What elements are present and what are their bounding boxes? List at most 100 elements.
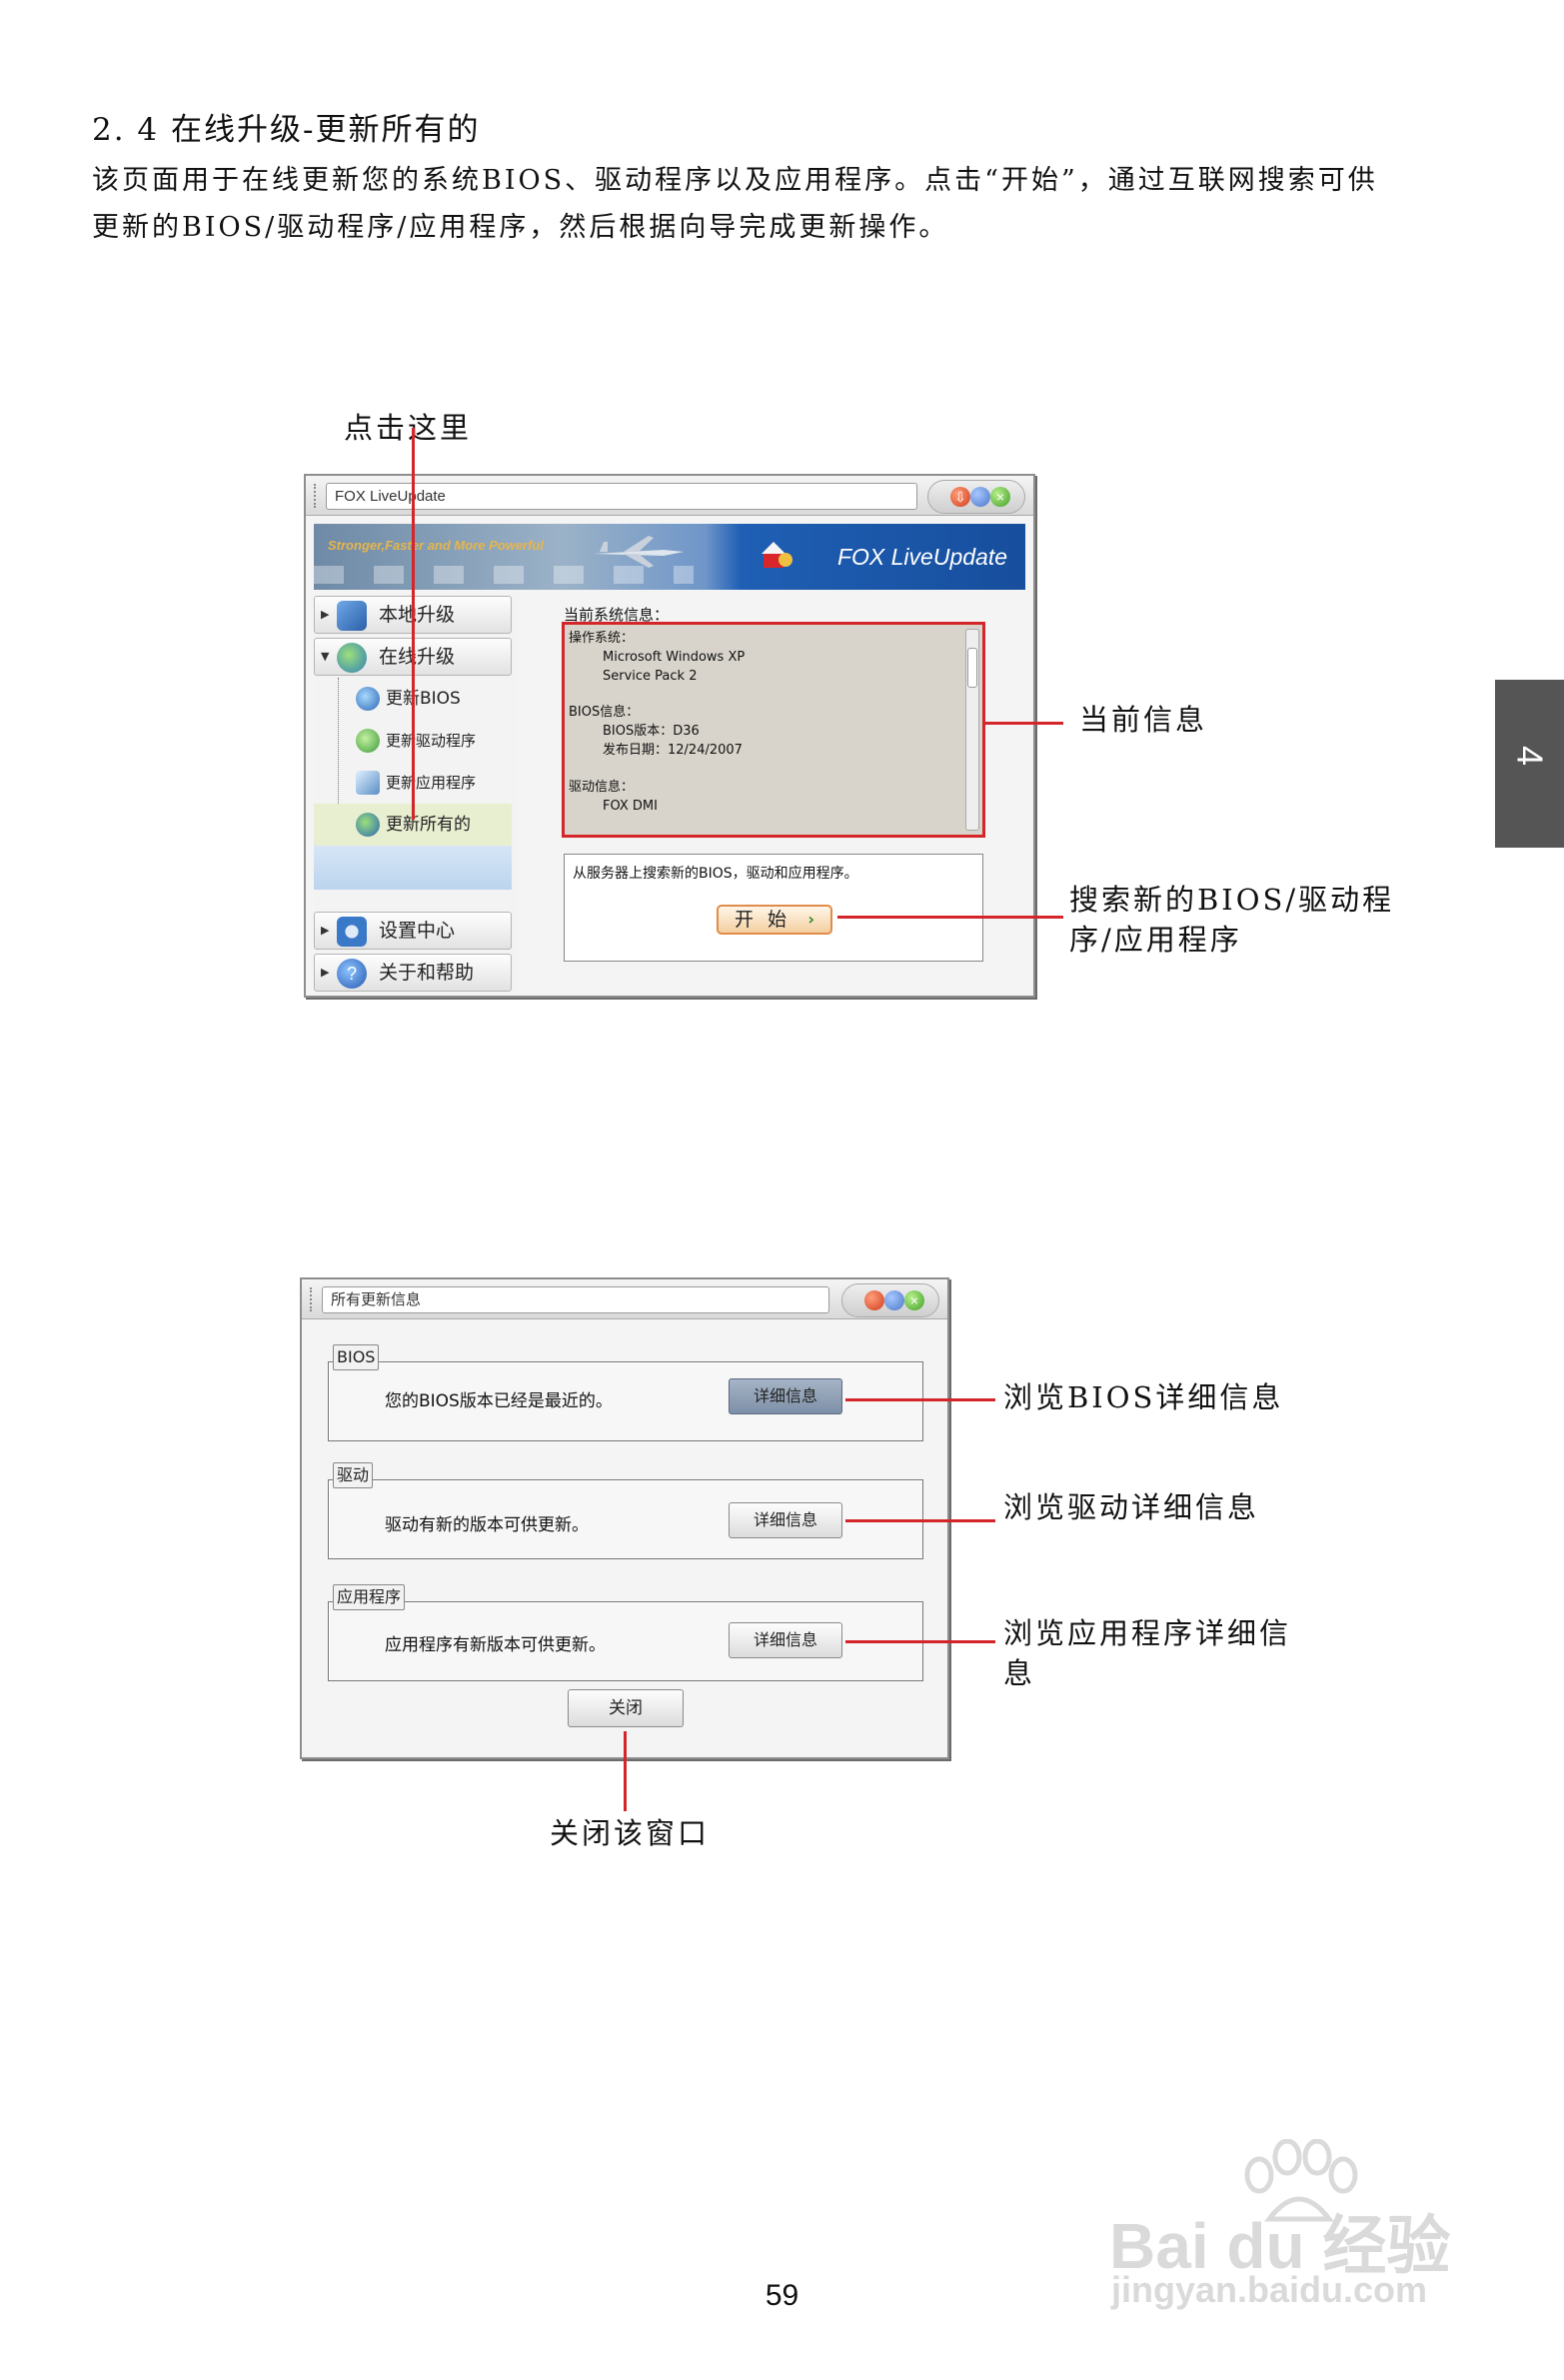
expand-arrow-icon: ▶	[321, 924, 330, 937]
globe-icon	[356, 687, 380, 711]
callout-line-search	[837, 916, 1063, 919]
gear-icon	[337, 917, 367, 947]
group-tag-bios: BIOS	[333, 1344, 380, 1370]
callout-line-current-info	[983, 722, 1063, 725]
close-button[interactable]: 关闭	[568, 1689, 684, 1727]
group-tag-application: 应用程序	[333, 1584, 406, 1610]
callout-view-bios: 浏览BIOS详细信息	[1003, 1380, 1284, 1414]
sidebar-item-update-bios[interactable]: 更新BIOS	[314, 678, 512, 720]
maximize-icon[interactable]	[884, 1290, 904, 1310]
sidebar-item-label: 设置中心	[379, 920, 456, 942]
sidebar-item-label: 更新所有的	[386, 815, 471, 835]
page-number: 59	[765, 2279, 799, 2312]
chapter-tab	[1495, 680, 1564, 848]
sidebar-item-label: 本地升级	[379, 604, 456, 626]
start-button[interactable]: 开 始 ›	[717, 905, 832, 935]
bios-label: BIOS信息：	[569, 705, 640, 720]
sidebar-item-label: 更新BIOS	[386, 689, 461, 709]
window-titlebar: FOX LiveUpdate ⇩ ×	[306, 476, 1033, 516]
intro-line-2: 更新的BIOS/驱动程序/应用程序，然后根据向导完成更新操作。	[92, 212, 949, 243]
callout-line-driver	[845, 1519, 995, 1522]
driver-label: 驱动信息：	[569, 780, 635, 795]
window-controls: ⇩ ×	[927, 480, 1025, 514]
intro-line-1: 该页面用于在线更新您的系统BIOS、驱动程序以及应用程序。点击“开始”，通过互联…	[92, 165, 1378, 196]
application-icon	[356, 771, 380, 795]
globe-icon	[356, 813, 380, 837]
group-bios: BIOS 您的BIOS版本已经是最近的。 详细信息	[328, 1344, 923, 1441]
computer-icon	[337, 601, 367, 631]
callout-current-info: 当前信息	[1079, 703, 1208, 737]
sidebar-spacer	[314, 846, 512, 890]
group-application: 应用程序 应用程序有新版本可供更新。 详细信息	[328, 1584, 923, 1681]
callout-search-line-2: 序/应用程序	[1069, 923, 1242, 957]
titlebar-grip	[314, 484, 320, 508]
sidebar-item-update-apps[interactable]: 更新应用程序	[314, 762, 512, 804]
driver-name: FOX DMI	[603, 799, 658, 814]
section-title: 2. 4 在线升级-更新所有的	[92, 112, 481, 148]
callout-view-app-line-1: 浏览应用程序详细信	[1003, 1616, 1292, 1650]
callout-line-app	[845, 1640, 995, 1643]
app-status-message: 应用程序有新版本可供更新。	[385, 1635, 606, 1655]
bios-details-button[interactable]: 详细信息	[729, 1378, 842, 1414]
minimize-icon[interactable]	[864, 1290, 884, 1310]
search-panel: 从服务器上搜索新的BIOS，驱动和应用程序。 开 始 ›	[564, 854, 983, 962]
jet-plane-icon	[594, 536, 684, 568]
app-banner: Stronger,Faster and More Powerful FOX Li…	[314, 524, 1025, 590]
sidebar: ▶ 本地升级 ▼ 在线升级 更新BIOS 更新驱动程序 更新应用程序 更新所有的	[314, 594, 518, 992]
expand-arrow-icon: ▶	[321, 966, 330, 979]
callout-view-app-line-2: 息	[1003, 1656, 1036, 1690]
callout-close-window: 关闭该窗口	[550, 1816, 711, 1850]
highlight-frame	[562, 622, 985, 838]
callout-search-line-1: 搜索新的BIOS/驱动程	[1069, 883, 1395, 917]
close-icon[interactable]: ×	[990, 487, 1010, 507]
os-label: 操作系统：	[569, 631, 635, 646]
sidebar-item-label: 更新驱动程序	[386, 732, 477, 750]
update-info-window: 所有更新信息 × BIOS 您的BIOS版本已经是最近的。 详细信息 驱动 驱动…	[300, 1277, 949, 1759]
os-sp: Service Pack 2	[603, 669, 698, 684]
current-info-label: 当前系统信息：	[564, 606, 670, 624]
scrollbar-thumb[interactable]	[967, 648, 977, 688]
driver-icon	[356, 729, 380, 753]
group-tag-driver: 驱动	[333, 1462, 374, 1488]
sidebar-item-settings[interactable]: ▶ 设置中心	[314, 912, 512, 950]
window-title: FOX LiveUpdate	[326, 483, 917, 510]
banner-logo-text: FOX LiveUpdate	[836, 544, 1007, 570]
group-driver: 驱动 驱动有新的版本可供更新。 详细信息	[328, 1462, 923, 1559]
callout-view-driver: 浏览驱动详细信息	[1003, 1490, 1260, 1524]
minimize-icon[interactable]: ⇩	[950, 487, 970, 507]
close-icon[interactable]: ×	[904, 1290, 924, 1310]
bios-date: 发布日期：12/24/2007	[603, 743, 743, 758]
tree-connector	[338, 678, 339, 824]
foxlive-logo-icon	[762, 542, 792, 568]
sidebar-item-label: 更新应用程序	[386, 774, 477, 792]
paw-watermark-icon	[1244, 2139, 1358, 2222]
maximize-icon[interactable]	[970, 487, 990, 507]
callout-click-here: 点击这里	[344, 411, 473, 445]
help-icon: ?	[337, 959, 367, 989]
callout-line-close	[624, 1731, 627, 1811]
callout-line-bios	[845, 1398, 995, 1401]
titlebar-grip	[310, 1287, 316, 1311]
driver-status-message: 驱动有新的版本可供更新。	[385, 1515, 589, 1535]
os-name: Microsoft Windows XP	[603, 650, 746, 665]
sidebar-item-about-help[interactable]: ▶ ? 关于和帮助	[314, 954, 512, 992]
search-description: 从服务器上搜索新的BIOS，驱动和应用程序。	[573, 866, 858, 882]
chevron-right-icon: ›	[807, 910, 818, 929]
bios-version: BIOS版本：D36	[603, 724, 700, 739]
watermark-brand: Bai du 经验	[1109, 2210, 1451, 2282]
start-button-label: 开 始	[735, 909, 791, 931]
sidebar-item-update-drivers[interactable]: 更新驱动程序	[314, 720, 512, 762]
window-controls: ×	[841, 1283, 939, 1317]
watermark-url: jingyan.baidu.com	[1111, 2269, 1428, 2310]
current-info-box: 操作系统： Microsoft Windows XP Service Pack …	[564, 624, 983, 836]
banner-slogan: Stronger,Faster and More Powerful	[328, 538, 544, 553]
callout-line-click-here	[412, 428, 415, 820]
app-details-button[interactable]: 详细信息	[729, 1622, 842, 1658]
sidebar-item-label: 在线升级	[379, 646, 456, 668]
chapter-number: 4	[1509, 745, 1551, 767]
sidebar-item-label: 关于和帮助	[379, 962, 475, 984]
driver-details-button[interactable]: 详细信息	[729, 1502, 842, 1538]
window-title: 所有更新信息	[322, 1286, 829, 1313]
info-scrollbar[interactable]	[965, 629, 979, 831]
sidebar-item-update-all[interactable]: 更新所有的	[314, 804, 512, 846]
